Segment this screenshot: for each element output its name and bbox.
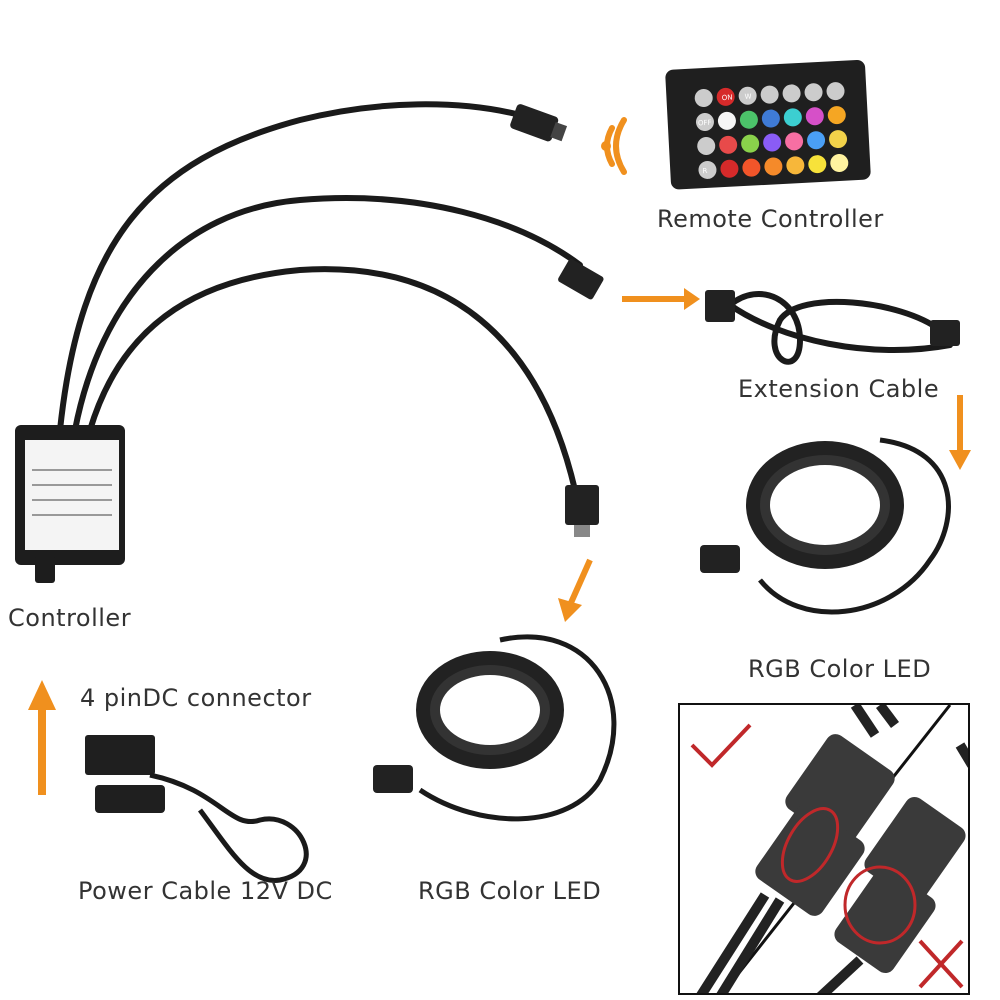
remote-w-label: W xyxy=(744,93,751,101)
extension-end xyxy=(930,320,960,346)
controller-box xyxy=(15,425,125,583)
power-cable xyxy=(85,735,309,883)
extension-plug xyxy=(705,290,735,322)
controller-label: Controller xyxy=(8,604,132,632)
signal-waves-icon xyxy=(601,117,627,175)
connection-orientation-inset xyxy=(678,703,970,995)
remote-r-label: R xyxy=(702,167,707,175)
cable-to-extension xyxy=(72,195,583,433)
remote-controller-label: Remote Controller xyxy=(657,205,884,233)
wrong-highlight xyxy=(843,865,917,945)
correct-highlight xyxy=(780,807,840,883)
cable-to-rgb-led xyxy=(87,266,578,493)
remote-buttons xyxy=(694,82,849,179)
power-cable-label: Power Cable 12V DC xyxy=(78,877,333,905)
arrow-icon xyxy=(28,288,971,795)
rgb-led-right-label: RGB Color LED xyxy=(748,655,932,683)
rgb-led-bottom-label: RGB Color LED xyxy=(418,877,602,905)
remote-off-label: OFF xyxy=(698,119,712,128)
connector-to-extension xyxy=(558,259,604,300)
inset-illustration xyxy=(690,705,968,993)
connector-down xyxy=(565,485,599,537)
cross-icon xyxy=(918,939,964,989)
check-icon xyxy=(690,723,752,768)
extension-cable-label: Extension Cable xyxy=(738,375,940,403)
remote-on-label: ON xyxy=(722,94,733,103)
cable-to-remote-connector xyxy=(57,101,523,433)
extension-cable xyxy=(727,291,953,365)
rgb-led-strip-bottom xyxy=(373,634,617,822)
pin-connector-top xyxy=(510,104,568,142)
connector-label: 4 pinDC connector xyxy=(80,684,312,712)
rgb-led-strip-right xyxy=(700,437,951,615)
